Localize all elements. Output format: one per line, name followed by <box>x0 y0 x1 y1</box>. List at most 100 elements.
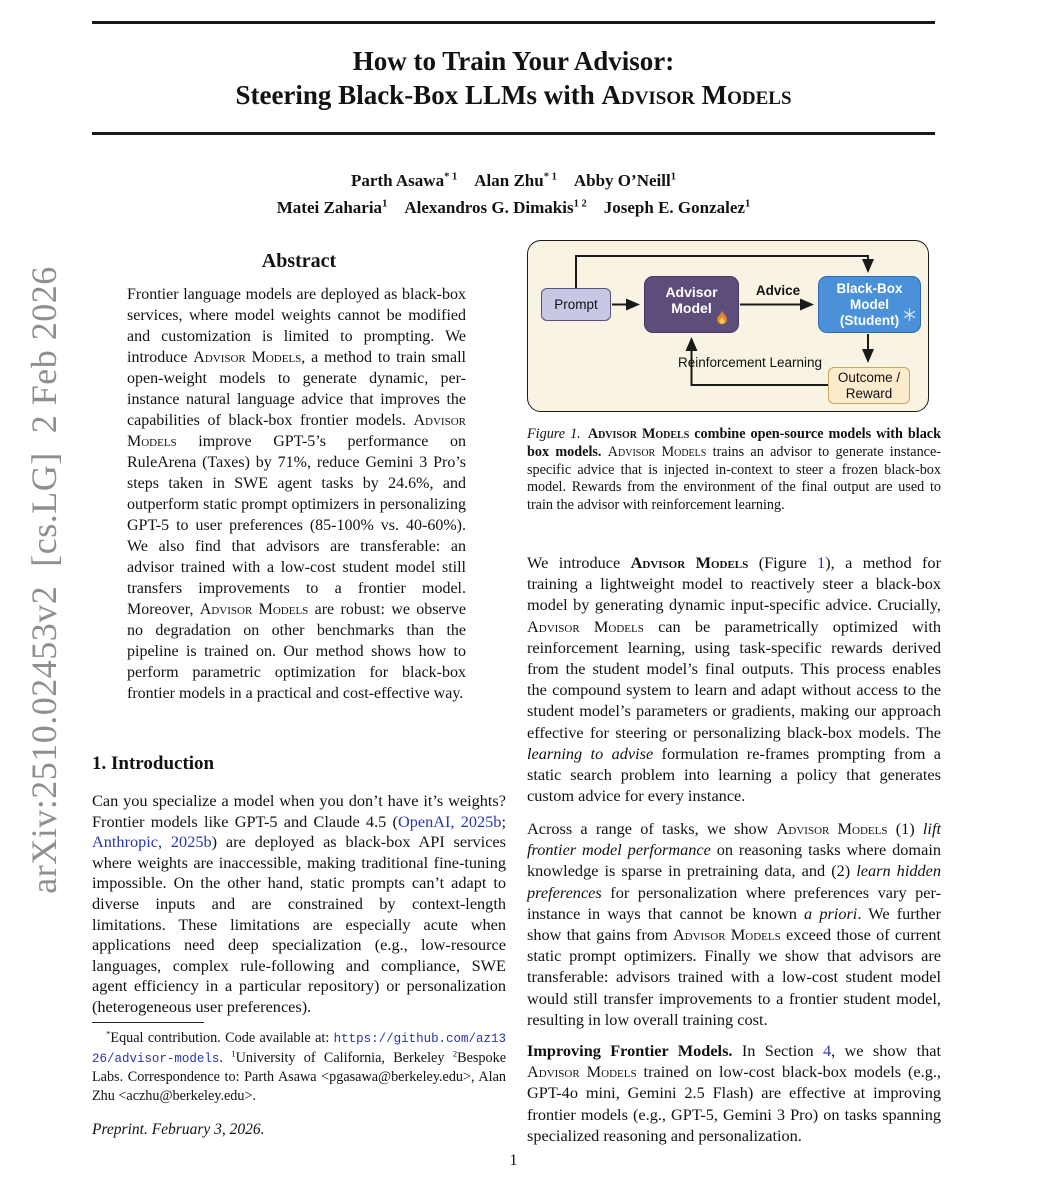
code-repo-link[interactable]: https://github.com/az1326/advisor-models <box>92 1032 506 1066</box>
text-run: Advisor Models <box>630 553 749 572</box>
text-run: can be parametrically optimized with rei… <box>527 616 941 742</box>
text-run: trained on low-cost black-box models (e.… <box>527 1062 942 1145</box>
citation-openai-2025b[interactable]: OpenAI, 2025b <box>397 811 502 831</box>
text-run: Joseph E. Gonzalez <box>603 198 745 217</box>
text-run: trains an advisor to generate instance-s… <box>527 443 941 514</box>
outcome-reward-label: Outcome / Reward <box>837 369 901 401</box>
right-column-paragraph-2: Across a range of tasks, we show Advisor… <box>527 818 941 1030</box>
text-run: 1 <box>382 198 388 210</box>
footnote-text: *Equal contribution. Code available at: … <box>92 1029 506 1105</box>
text-run <box>457 171 474 190</box>
text-run: Advisor Models <box>193 349 302 366</box>
figure-1-caption: Figure 1. Advisor Models combine open-so… <box>527 426 941 515</box>
text-run: lift frontier model performance <box>527 819 941 860</box>
text-run: . <box>219 1049 232 1066</box>
introduction-text: Can you specialize a model when you don’… <box>92 791 506 1018</box>
author-list: Parth Asawa* 1 Alan Zhu* 1 Abby O’Neill1… <box>92 167 935 221</box>
text-run: Advisor Models <box>527 1062 637 1082</box>
text-run: * 1 <box>543 171 557 183</box>
text-run: improve GPT-5’s performance on RuleArena… <box>127 433 466 618</box>
right-column: Prompt Advisor Model Black-Box Model (St… <box>527 240 941 1170</box>
section-4-ref[interactable]: 4 <box>822 1041 832 1060</box>
text-run: * <box>106 1028 111 1039</box>
text-run <box>387 198 404 217</box>
text-run: Equal contribution. Code available at: <box>110 1030 334 1046</box>
text-run: Alexandros G. Dimakis <box>404 198 574 217</box>
text-run <box>581 426 588 442</box>
paper-title-line2: Steering Black-Box LLMs with Advisor Mod… <box>92 78 935 112</box>
text-run: 1 2 <box>573 198 587 210</box>
text-run: a priori <box>804 903 858 923</box>
snowflake-icon <box>903 308 916 325</box>
figure-1-ref[interactable]: 1 <box>817 553 826 572</box>
text-run: (1) <box>887 819 923 838</box>
text-run: are robust: we observe no degradation on… <box>127 601 466 702</box>
advisor-model-label: Advisor Model <box>665 283 718 316</box>
black-box-model-label-line2: (Student) <box>839 312 900 328</box>
text-run: Advisor Models <box>672 925 781 945</box>
text-run: (Figure <box>748 553 818 572</box>
text-run: Parth Asawa <box>351 171 445 190</box>
right-column-paragraph-1: We introduce Advisor Models (Figure 1), … <box>527 552 941 806</box>
text-run: ; <box>501 811 506 831</box>
text-run: Matei Zaharia <box>276 198 383 217</box>
text-run: 1 <box>744 198 751 210</box>
arxiv-watermark: arXiv:2510.02453v2 [cs.LG] 2 Feb 2026 <box>24 266 64 894</box>
text-run: We introduce <box>527 553 631 572</box>
text-run: Advisor Models <box>776 819 888 838</box>
prompt-node-label: Prompt <box>554 297 598 312</box>
reinforcement-learning-arrow-label: Reinforcement Learning <box>677 355 823 370</box>
text-run: learn hidden preferences <box>527 861 941 902</box>
text-run: ) are deployed as black-box API services… <box>92 832 506 1016</box>
abstract-text: Frontier language models are deployed as… <box>127 284 466 704</box>
text-run: Advisor Models <box>601 80 792 110</box>
text-run: Across a range of tasks, we show <box>527 819 777 838</box>
author-line-2: Matei Zaharia1 Alexandros G. Dimakis1 2 … <box>92 194 935 221</box>
text-run: learning to advise <box>527 743 654 763</box>
black-box-model-node: Black-Box Model (Student) <box>818 276 921 333</box>
page-number: 1 <box>509 1152 518 1169</box>
text-run: combine open-source models with black bo… <box>527 426 941 460</box>
text-run <box>587 198 604 217</box>
text-run: Abby O’Neill <box>573 171 671 190</box>
text-run: on reasoning tasks where domain knowledg… <box>527 840 941 881</box>
section-heading-introduction: 1. Introduction <box>92 753 215 774</box>
text-run: ), a method for training a lightweight m… <box>527 553 941 615</box>
text-run: exceed those of current static prompt op… <box>527 925 941 1029</box>
paper-title: How to Train Your Advisor: Steering Blac… <box>92 44 935 112</box>
text-run: Advisor Models <box>199 601 309 618</box>
text-run: Steering Black-Box LLMs with <box>235 80 602 110</box>
text-run: Advisor Models <box>587 426 690 442</box>
text-run: Advisor Models <box>607 443 707 460</box>
flame-icon <box>716 310 728 328</box>
left-column: Abstract Frontier language models are de… <box>92 243 506 1173</box>
title-rule-bottom <box>92 132 935 135</box>
text-run: 1 <box>670 171 676 183</box>
text-run: for personalization where preferences va… <box>527 882 941 923</box>
text-run: Frontier language models are deployed as… <box>127 286 466 366</box>
right-column-paragraph-3: Improving Frontier Models. In Section 4,… <box>527 1040 941 1146</box>
advice-arrow-label: Advice <box>755 283 801 298</box>
text-run: 1 <box>231 1047 236 1058</box>
text-run: Alan Zhu <box>474 171 544 190</box>
text-run: Figure 1. <box>527 426 581 442</box>
text-run: Can you specialize a model when you don’… <box>92 791 506 831</box>
footnote-rule <box>92 1022 204 1024</box>
title-rule-top <box>92 21 935 24</box>
text-run: Improving Frontier Models. <box>527 1041 733 1060</box>
text-run: Advisor Models <box>527 616 644 636</box>
text-run: In Section <box>732 1041 823 1060</box>
paper-title-line1: How to Train Your Advisor: <box>352 46 675 76</box>
black-box-model-label-line1: Black-Box Model <box>836 280 903 312</box>
outcome-reward-node: Outcome / Reward <box>828 367 910 404</box>
text-run: , a method to train small open-weight mo… <box>127 349 466 429</box>
advisor-model-node: Advisor Model <box>644 276 739 333</box>
text-run: University of California, Berkeley <box>235 1049 453 1066</box>
text-run: Bespoke Labs. Correspondence to: Parth A… <box>92 1049 506 1104</box>
text-run: . We further show that gains from <box>527 903 941 945</box>
text-run: Advisor Models <box>127 412 466 450</box>
text-run: formulation re-frames prompting from a s… <box>527 743 942 806</box>
text-run <box>557 171 574 190</box>
prompt-node: Prompt <box>541 288 611 321</box>
citation-anthropic-2025b[interactable]: Anthropic, 2025b <box>92 832 212 852</box>
